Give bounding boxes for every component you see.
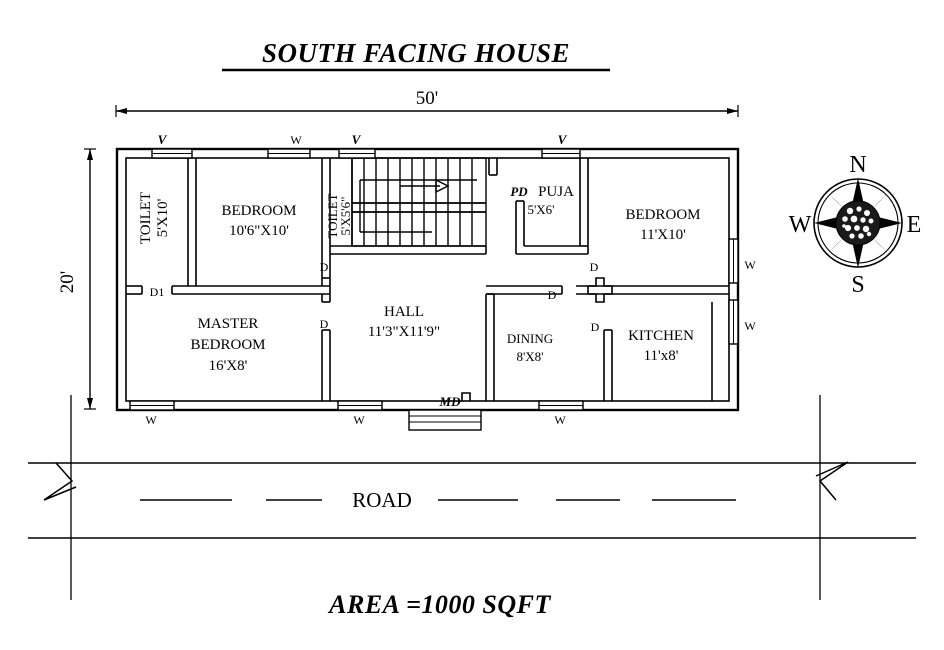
width-dimension-label: 50' bbox=[416, 88, 438, 109]
door-puja-label: D bbox=[590, 260, 599, 274]
ventilator-top-1: V bbox=[151, 132, 193, 159]
room-puja-name: PUJA bbox=[538, 184, 574, 200]
window-top-1: W bbox=[267, 133, 311, 159]
door-d1-label: D1 bbox=[150, 285, 165, 299]
room-hall-name: HALL bbox=[384, 304, 424, 320]
compass-north-label: N bbox=[849, 152, 866, 178]
room-label-puja: PD PUJA 5'X6' bbox=[510, 184, 574, 217]
compass-south-label: S bbox=[851, 272, 864, 298]
right-wall-openings: W W bbox=[728, 238, 756, 345]
bottom-wall-openings: W W W MD bbox=[129, 392, 584, 431]
main-door-jamb bbox=[461, 392, 471, 401]
junction-cross-shape bbox=[576, 277, 613, 303]
staircase bbox=[351, 157, 487, 247]
room-toilet-stair-size: 5'X5'6" bbox=[338, 197, 353, 236]
room-toilet-left-name: TOILET bbox=[138, 192, 154, 244]
room-label-dining: DINING 8'X8' bbox=[507, 331, 553, 364]
room-label-hall: HALL 11'3"X11'9" bbox=[368, 304, 440, 340]
stair-direction-arrow-icon bbox=[435, 178, 450, 194]
ventilator-top-3: V bbox=[541, 132, 581, 159]
room-bedroom-2-name: BEDROOM bbox=[625, 207, 700, 223]
room-label-bedroom-2: BEDROOM 11'X10' bbox=[625, 207, 700, 243]
compass-hub-texture bbox=[842, 206, 874, 239]
ventilator-top-3-label: V bbox=[558, 132, 568, 147]
road-area: ROAD bbox=[28, 395, 916, 600]
room-master-name-2: BEDROOM bbox=[190, 337, 265, 353]
window-bottom-3: W bbox=[538, 400, 584, 427]
room-label-bedroom-1: BEDROOM 10'6"X10' bbox=[221, 203, 296, 239]
compass-west-label: W bbox=[789, 212, 812, 238]
road-break-left-icon bbox=[43, 462, 77, 501]
page-title: SOUTH FACING HOUSE bbox=[262, 38, 570, 68]
door-dining-label: D bbox=[548, 288, 557, 302]
main-door-steps bbox=[408, 409, 482, 431]
main-door-label: MD bbox=[439, 394, 462, 409]
window-right-1-label: W bbox=[744, 258, 756, 272]
room-master-size: 16'X8' bbox=[209, 358, 248, 374]
stair-flight-area bbox=[351, 157, 487, 247]
main-door: MD bbox=[408, 392, 482, 431]
width-arrow-left-icon bbox=[116, 108, 127, 114]
top-wall-openings: V W V V bbox=[151, 132, 581, 159]
width-dimension: 50' bbox=[115, 88, 739, 117]
height-arrow-bottom-icon bbox=[87, 398, 93, 409]
road-break-right-icon bbox=[815, 461, 849, 501]
road-label: ROAD bbox=[352, 488, 412, 512]
door-toilet-label: D bbox=[320, 260, 329, 274]
room-puja-prefix: PD bbox=[510, 184, 528, 199]
window-bottom-1: W bbox=[129, 400, 175, 427]
room-bedroom-1-name: BEDROOM bbox=[221, 203, 296, 219]
height-dimension: 20' bbox=[57, 148, 96, 600]
compass-east-label: E bbox=[907, 212, 922, 238]
area-note: AREA =1000 SQFT bbox=[327, 590, 551, 619]
room-puja-size: 5'X6' bbox=[527, 202, 554, 217]
door-kitchen-label: D bbox=[591, 320, 600, 334]
width-arrow-right-icon bbox=[727, 108, 738, 114]
window-bottom-3-label: W bbox=[554, 413, 566, 427]
window-right-2: W bbox=[728, 299, 756, 345]
room-toilet-left-size: 5'X10' bbox=[155, 198, 171, 237]
room-label-master-bedroom: MASTER BEDROOM 16'X8' bbox=[190, 316, 265, 374]
wall-junction-cross bbox=[576, 277, 613, 303]
room-label-toilet-left: TOILET 5'X10' bbox=[138, 192, 171, 244]
height-dimension-label: 20' bbox=[57, 271, 78, 293]
room-dining-size: 8'X8' bbox=[516, 349, 543, 364]
room-kitchen-name: KITCHEN bbox=[628, 328, 694, 344]
room-master-name-1: MASTER bbox=[198, 316, 259, 332]
room-label-kitchen: KITCHEN 11'x8' bbox=[628, 328, 694, 364]
window-bottom-1-label: W bbox=[145, 413, 157, 427]
room-dining-name: DINING bbox=[507, 331, 553, 346]
compass-rose: N E S W bbox=[789, 152, 922, 298]
room-bedroom-1-size: 10'6"X10' bbox=[229, 223, 289, 239]
room-toilet-stair-name: TOILET bbox=[325, 193, 340, 238]
ventilator-top-1-label: V bbox=[158, 132, 168, 147]
height-arrow-top-icon bbox=[87, 149, 93, 160]
window-right-2-label: W bbox=[744, 319, 756, 333]
door-tags: D1 D D D D D bbox=[150, 260, 600, 334]
window-bottom-2: W bbox=[337, 400, 383, 427]
room-hall-size: 11'3"X11'9" bbox=[368, 324, 440, 340]
window-top-1-label: W bbox=[290, 133, 302, 147]
door-master-label: D bbox=[320, 317, 329, 331]
ventilator-top-2: V bbox=[338, 132, 376, 159]
ventilator-top-2-label: V bbox=[352, 132, 362, 147]
room-kitchen-size: 11'x8' bbox=[644, 348, 679, 364]
room-bedroom-2-size: 11'X10' bbox=[640, 227, 686, 243]
window-bottom-2-label: W bbox=[353, 413, 365, 427]
window-right-1: W bbox=[728, 238, 756, 284]
room-label-toilet-stair: TOILET 5'X5'6" bbox=[325, 193, 353, 238]
